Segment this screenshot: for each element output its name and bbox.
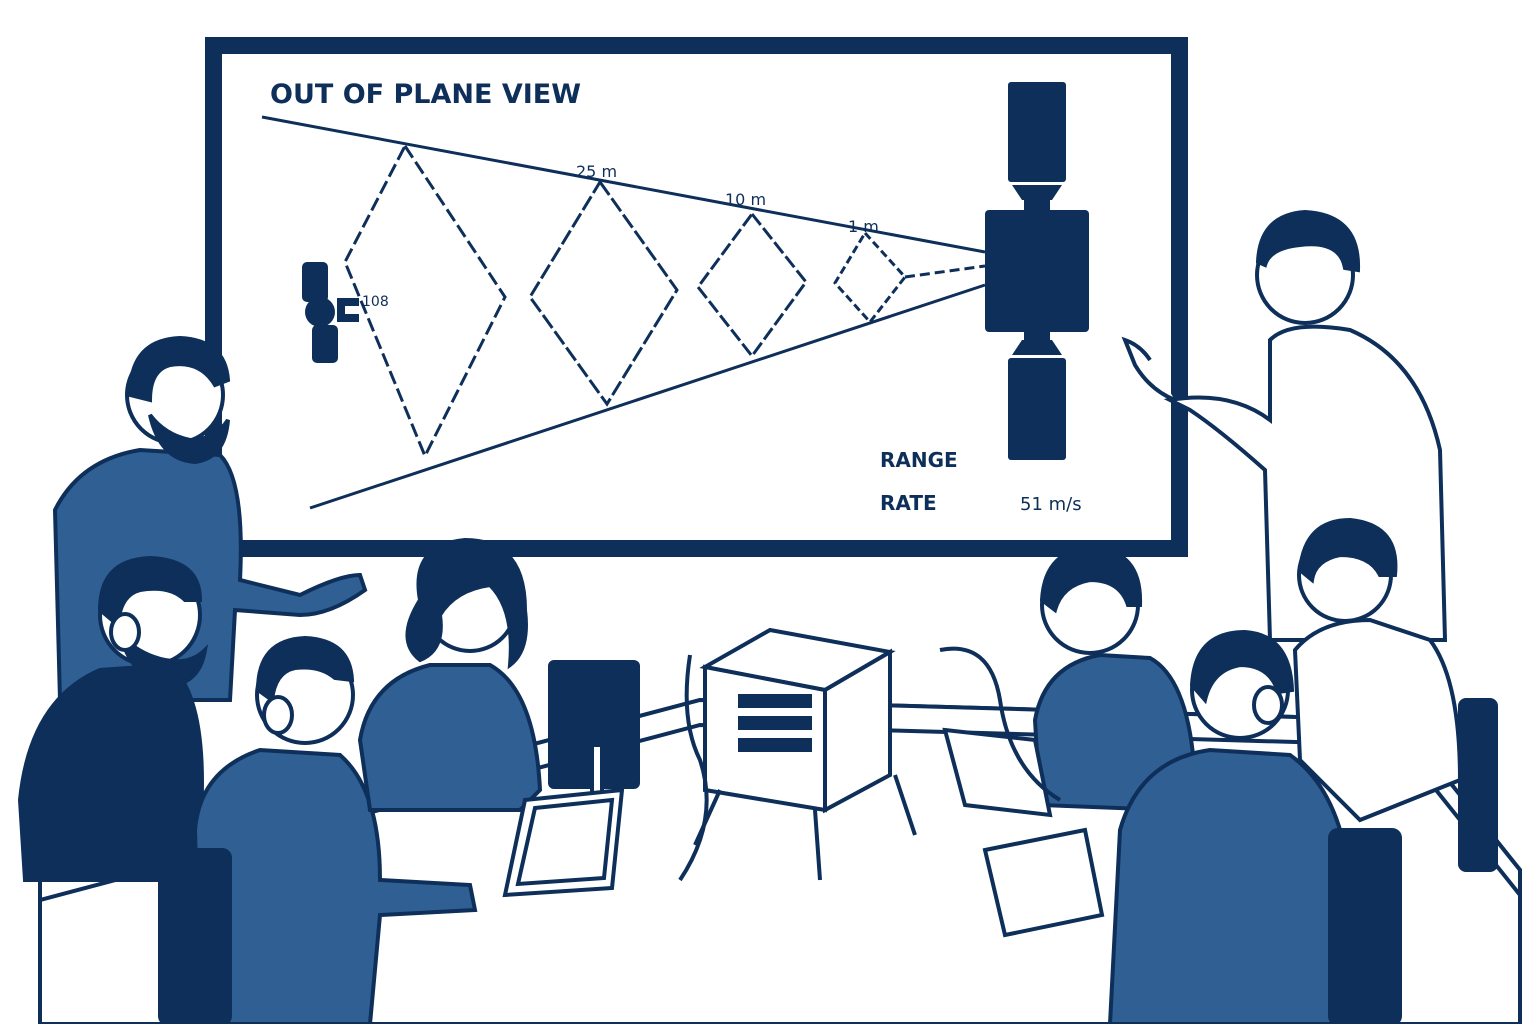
chaser-spacecraft-icon: [302, 262, 359, 363]
seated-operator-far-left: [17, 555, 209, 882]
marker-25m: 25 m: [576, 162, 617, 181]
waypoint-diamond-1: [343, 143, 507, 460]
standing-colleague-right: [1292, 517, 1463, 823]
approach-corridor: [261, 115, 986, 510]
seated-operator-front-right: [982, 629, 1498, 1024]
target-station-icon: [985, 82, 1089, 460]
waypoint-diamond-4: [833, 230, 907, 325]
range-label: RANGE: [880, 448, 958, 472]
seated-operator-right: [939, 545, 1198, 818]
waypoint-diamonds: [343, 143, 986, 460]
center-hardware-box: [678, 627, 917, 882]
rate-value: 51 m/s: [1020, 494, 1082, 515]
waypoint-diamond-2: [528, 179, 679, 407]
display-title: OUT OF PLANE VIEW: [270, 79, 581, 110]
seated-operator-front-left: [158, 635, 478, 1024]
rate-label: RATE: [880, 491, 937, 515]
waypoint-diamond-3: [696, 211, 808, 359]
marker-10m: 10 m: [725, 190, 766, 209]
seated-operator-woman: [357, 537, 640, 898]
chaser-tag: 108: [362, 294, 389, 310]
wall-display: OUT OF PLANE VIEW 25 m 10 m 1 m 108: [205, 37, 1188, 557]
marker-1m: 1 m: [848, 217, 879, 236]
